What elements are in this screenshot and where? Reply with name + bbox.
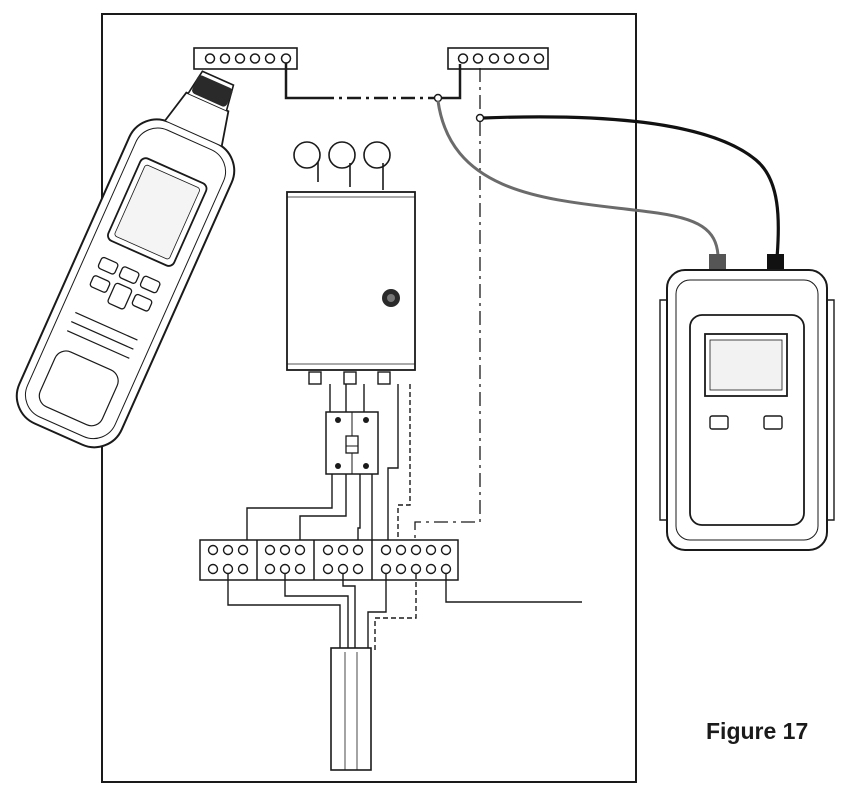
gray-test-lead [436,100,720,256]
figure-caption: Figure 17 [706,718,809,744]
test-point-1 [433,93,443,103]
bus-link-wire [284,63,462,100]
ground-trace-line [414,68,481,545]
contactor [325,411,379,475]
test-point-2 [475,113,485,123]
bus-bar-right [447,47,549,70]
bus-bar-left [193,47,298,70]
transmitter-device [659,254,835,551]
black-test-lead [482,115,780,259]
supply-cable [330,647,372,771]
receiver-device [15,70,236,449]
indicator-lamps [293,141,391,190]
cable-wires [227,574,582,650]
box-output-wires [329,384,411,545]
terminal-block-row [199,539,459,581]
contactor-wires [246,474,373,545]
distribution-box [286,191,416,385]
